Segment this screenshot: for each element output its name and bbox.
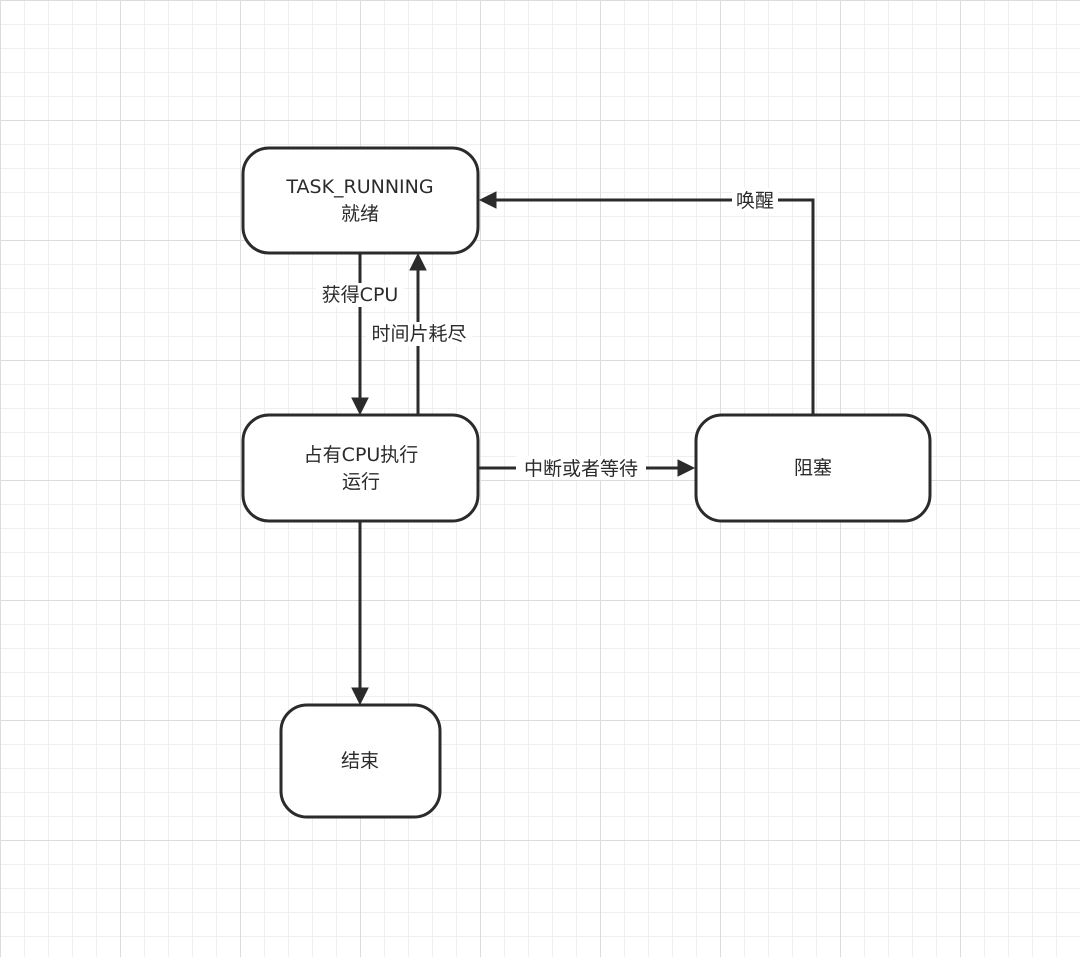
- node-blocked: 阻塞: [694, 413, 932, 523]
- node-ready-box: [241, 146, 480, 255]
- node-running-state-label: 运行: [342, 471, 380, 493]
- edge-wake-up-line: [496, 198, 815, 414]
- node-end-box: [279, 703, 442, 819]
- edge-timeslice-label-group: 时间片耗尽: [366, 322, 472, 346]
- arrowhead-down-icon: [351, 397, 369, 416]
- node-end: 结束: [279, 703, 442, 819]
- edge-timeslice-label: 时间片耗尽: [371, 323, 466, 345]
- node-running: 占有CPU执行 运行: [241, 413, 480, 523]
- node-ready-state-name: TASK_RUNNING: [285, 176, 433, 198]
- edge-get-cpu: [351, 253, 369, 416]
- edge-get-cpu-label-group: 获得CPU: [316, 283, 404, 307]
- edge-wake-up: [478, 191, 815, 414]
- node-ready: TASK_RUNNING 就绪: [241, 146, 480, 255]
- edge-interrupt-wait-label: 中断或者等待: [524, 458, 638, 480]
- arrowhead-up-icon: [409, 252, 427, 271]
- edge-get-cpu-label: 获得CPU: [322, 284, 399, 306]
- node-running-description: 占有CPU执行: [304, 444, 419, 466]
- node-blocked-label: 阻塞: [794, 457, 832, 479]
- edge-terminate: [351, 521, 369, 706]
- edge-wake-up-label: 唤醒: [736, 190, 774, 212]
- edge-wake-up-label-group: 唤醒: [732, 188, 778, 212]
- arrowhead-down-icon: [351, 687, 369, 706]
- arrowhead-left-icon: [478, 191, 497, 209]
- node-blocked-box: [694, 413, 932, 523]
- node-ready-state-label: 就绪: [341, 203, 379, 225]
- node-end-label: 结束: [341, 750, 379, 772]
- node-running-box: [241, 413, 480, 523]
- edge-interrupt-wait-label-group: 中断或者等待: [516, 456, 646, 480]
- arrowhead-right-icon: [677, 459, 696, 477]
